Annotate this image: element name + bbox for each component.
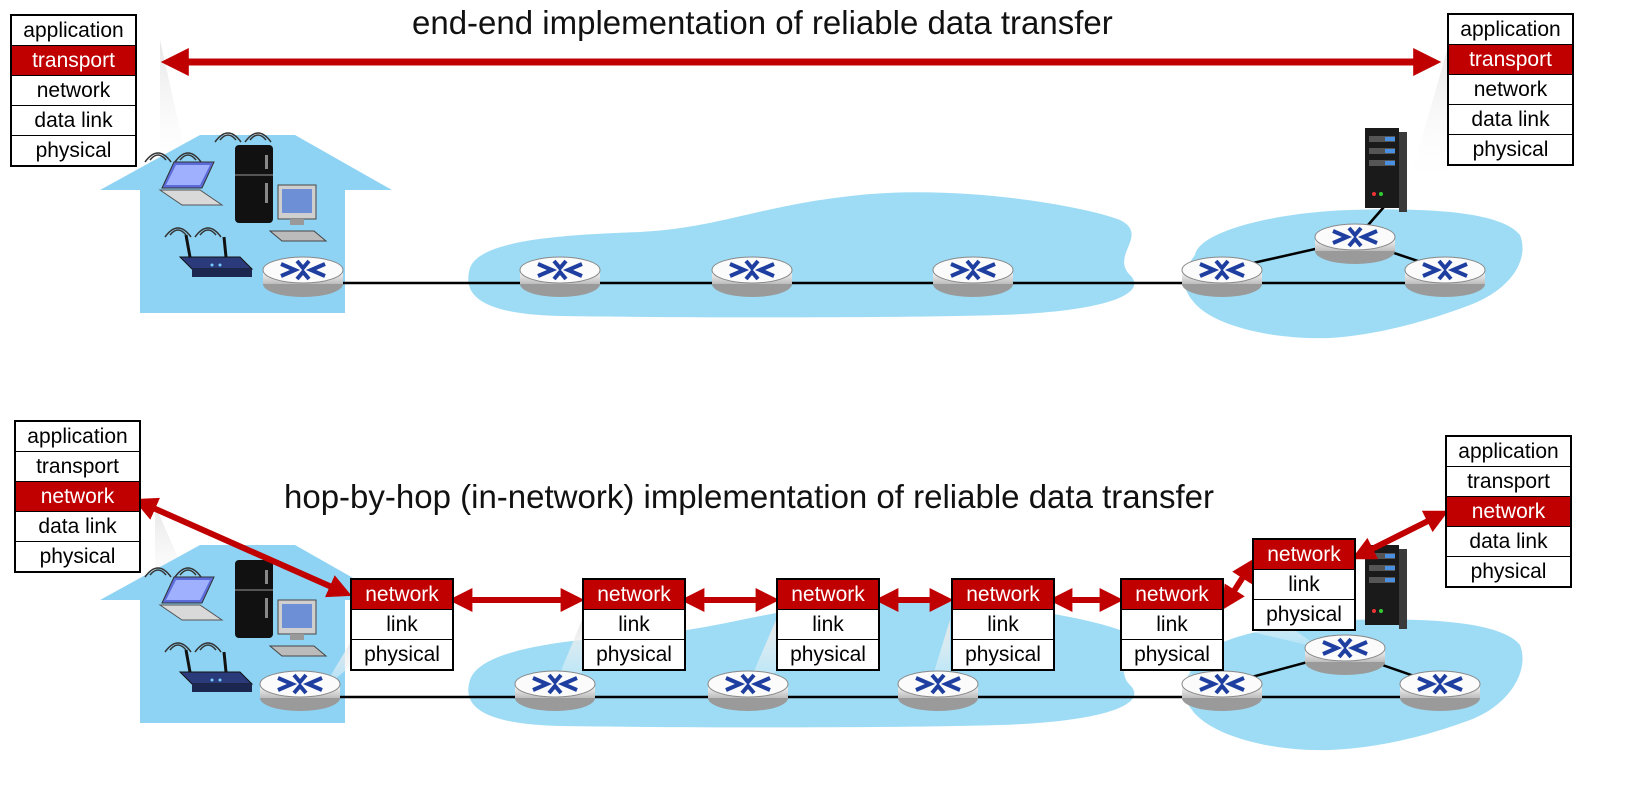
layer-transport: transport — [12, 45, 135, 75]
layer-application: application — [1460, 18, 1561, 41]
layer-data-link: data link — [1447, 526, 1570, 556]
router-icon — [1180, 669, 1264, 713]
layer-physical: physical — [12, 135, 135, 165]
fridge-icon — [234, 559, 274, 639]
hop-arrow — [1351, 510, 1449, 560]
top-right-protocol-stack: application transport network data link … — [1447, 13, 1574, 166]
layer-physical: physical — [953, 639, 1053, 669]
layer-physical: physical — [1447, 556, 1570, 586]
layer-link: link — [953, 609, 1053, 639]
router-protocol-stack: network link physical — [350, 578, 454, 671]
router-icon — [710, 255, 794, 299]
router-protocol-stack: network link physical — [951, 578, 1055, 671]
layer-data-link: data link — [16, 511, 139, 541]
router-icon — [518, 255, 602, 299]
layer-physical: physical — [584, 639, 684, 669]
hop-arrow — [1221, 557, 1256, 611]
router-protocol-stack: network link physical — [582, 578, 686, 671]
layer-network: network — [778, 580, 878, 609]
server-icon — [1365, 128, 1407, 212]
layer-network: network — [1447, 496, 1570, 526]
layer-link: link — [778, 609, 878, 639]
callout-shadow — [930, 620, 950, 685]
layer-physical: physical — [16, 541, 139, 571]
router-protocol-stack: network link physical — [1252, 538, 1356, 631]
router-icon — [258, 669, 342, 713]
layer-network: network — [1254, 540, 1354, 569]
bottom-caption: hop-by-hop (in-network) implementation o… — [284, 478, 1214, 515]
layer-network: network — [1449, 74, 1572, 104]
router-protocol-stack: network link physical — [1120, 578, 1224, 671]
layer-physical: physical — [1449, 134, 1572, 164]
server-icon — [1365, 545, 1407, 629]
fridge-icon — [234, 144, 274, 224]
router-icon — [513, 669, 597, 713]
router-icon — [1313, 222, 1397, 266]
layer-network: network — [16, 481, 139, 511]
layer-data-link: data link — [12, 105, 135, 135]
layer-application: application — [1458, 440, 1559, 463]
router-icon — [1403, 255, 1487, 299]
layer-data-link: data link — [1449, 104, 1572, 134]
router-protocol-stack: network link physical — [776, 578, 880, 671]
layer-network: network — [953, 580, 1053, 609]
router-icon — [706, 669, 790, 713]
layer-transport: transport — [1449, 44, 1572, 74]
top-caption: end-end implementation of reliable data … — [412, 4, 1113, 41]
callout-shadow — [555, 620, 582, 685]
layer-network: network — [12, 75, 135, 105]
network-cloud-icon — [1184, 209, 1523, 339]
top-left-protocol-stack: application transport network data link … — [10, 14, 137, 167]
layer-network: network — [584, 580, 684, 609]
layer-network: network — [1122, 580, 1222, 609]
layer-transport: transport — [1447, 466, 1570, 496]
router-icon — [1303, 633, 1387, 677]
layer-physical: physical — [1122, 639, 1222, 669]
router-icon — [896, 669, 980, 713]
network-cloud-icon — [1184, 619, 1523, 751]
layer-physical: physical — [352, 639, 452, 669]
network-cloud-icon — [468, 192, 1135, 318]
layer-link: link — [352, 609, 452, 639]
layer-physical: physical — [1254, 599, 1354, 629]
layer-link: link — [1122, 609, 1222, 639]
bottom-right-protocol-stack: application transport network data link … — [1445, 435, 1572, 588]
layer-application: application — [23, 19, 124, 42]
callout-shadow — [748, 620, 776, 685]
router-icon — [1398, 669, 1482, 713]
router-icon — [261, 255, 345, 299]
layer-link: link — [584, 609, 684, 639]
router-icon — [931, 255, 1015, 299]
bottom-left-protocol-stack: application transport network data link … — [14, 420, 141, 573]
layer-physical: physical — [778, 639, 878, 669]
hop-arrow — [133, 497, 352, 598]
layer-network: network — [352, 580, 452, 609]
layer-application: application — [27, 425, 128, 448]
layer-link: link — [1254, 569, 1354, 599]
router-icon — [1180, 255, 1264, 299]
layer-transport: transport — [16, 451, 139, 481]
